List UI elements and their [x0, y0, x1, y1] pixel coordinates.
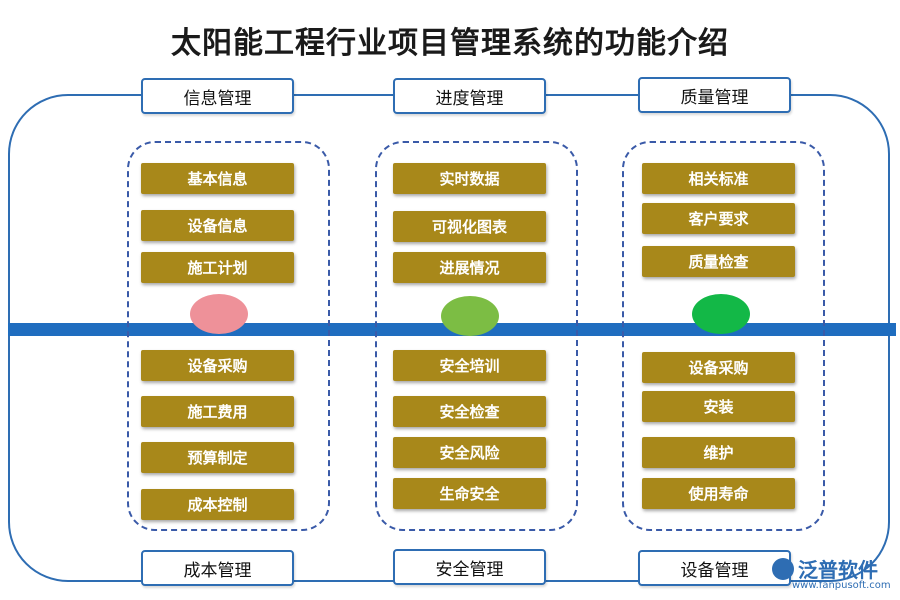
header-safety-management: 安全管理 — [393, 549, 546, 585]
item-col3-top-1: 相关标准 — [642, 163, 795, 194]
item-col3-top-2: 客户要求 — [642, 203, 795, 234]
brand-mark: 泛普软件 — [772, 554, 878, 583]
item-col1-bottom-3: 预算制定 — [141, 442, 294, 473]
group-column-2 — [375, 141, 578, 531]
header-quality-management: 质量管理 — [638, 77, 791, 113]
item-col1-top-3: 施工计划 — [141, 252, 294, 283]
item-col1-bottom-2: 施工费用 — [141, 396, 294, 427]
item-col3-bottom-3: 维护 — [642, 437, 795, 468]
header-info-management: 信息管理 — [141, 78, 294, 114]
brand-name: 泛普软件 — [798, 558, 878, 582]
item-col2-bottom-3: 安全风险 — [393, 437, 546, 468]
item-col3-bottom-4: 使用寿命 — [642, 478, 795, 509]
brand-logo-icon — [772, 557, 794, 580]
item-col2-top-2: 可视化图表 — [393, 211, 546, 242]
item-col1-bottom-4: 成本控制 — [141, 489, 294, 520]
group-column-3 — [622, 141, 825, 531]
header-cost-management: 成本管理 — [141, 550, 294, 586]
light-green-oval-marker — [441, 296, 499, 336]
header-equipment-management: 设备管理 — [638, 550, 791, 586]
item-col1-bottom-1: 设备采购 — [141, 350, 294, 381]
item-col2-bottom-4: 生命安全 — [393, 478, 546, 509]
item-col3-top-3: 质量检查 — [642, 246, 795, 277]
group-column-1 — [127, 141, 330, 531]
green-oval-marker — [692, 294, 750, 334]
item-col1-top-1: 基本信息 — [141, 163, 294, 194]
item-col2-bottom-2: 安全检查 — [393, 396, 546, 427]
item-col2-bottom-1: 安全培训 — [393, 350, 546, 381]
item-col1-top-2: 设备信息 — [141, 210, 294, 241]
header-progress-management: 进度管理 — [393, 78, 546, 114]
item-col3-bottom-2: 安装 — [642, 391, 795, 422]
diagram-title: 太阳能工程行业项目管理系统的功能介绍 — [171, 26, 729, 61]
item-col2-top-3: 进展情况 — [393, 252, 546, 283]
pink-oval-marker — [190, 294, 248, 334]
brand-url: www.fanpusoft.com — [792, 580, 891, 591]
item-col2-top-1: 实时数据 — [393, 163, 546, 194]
item-col3-bottom-1: 设备采购 — [642, 352, 795, 383]
